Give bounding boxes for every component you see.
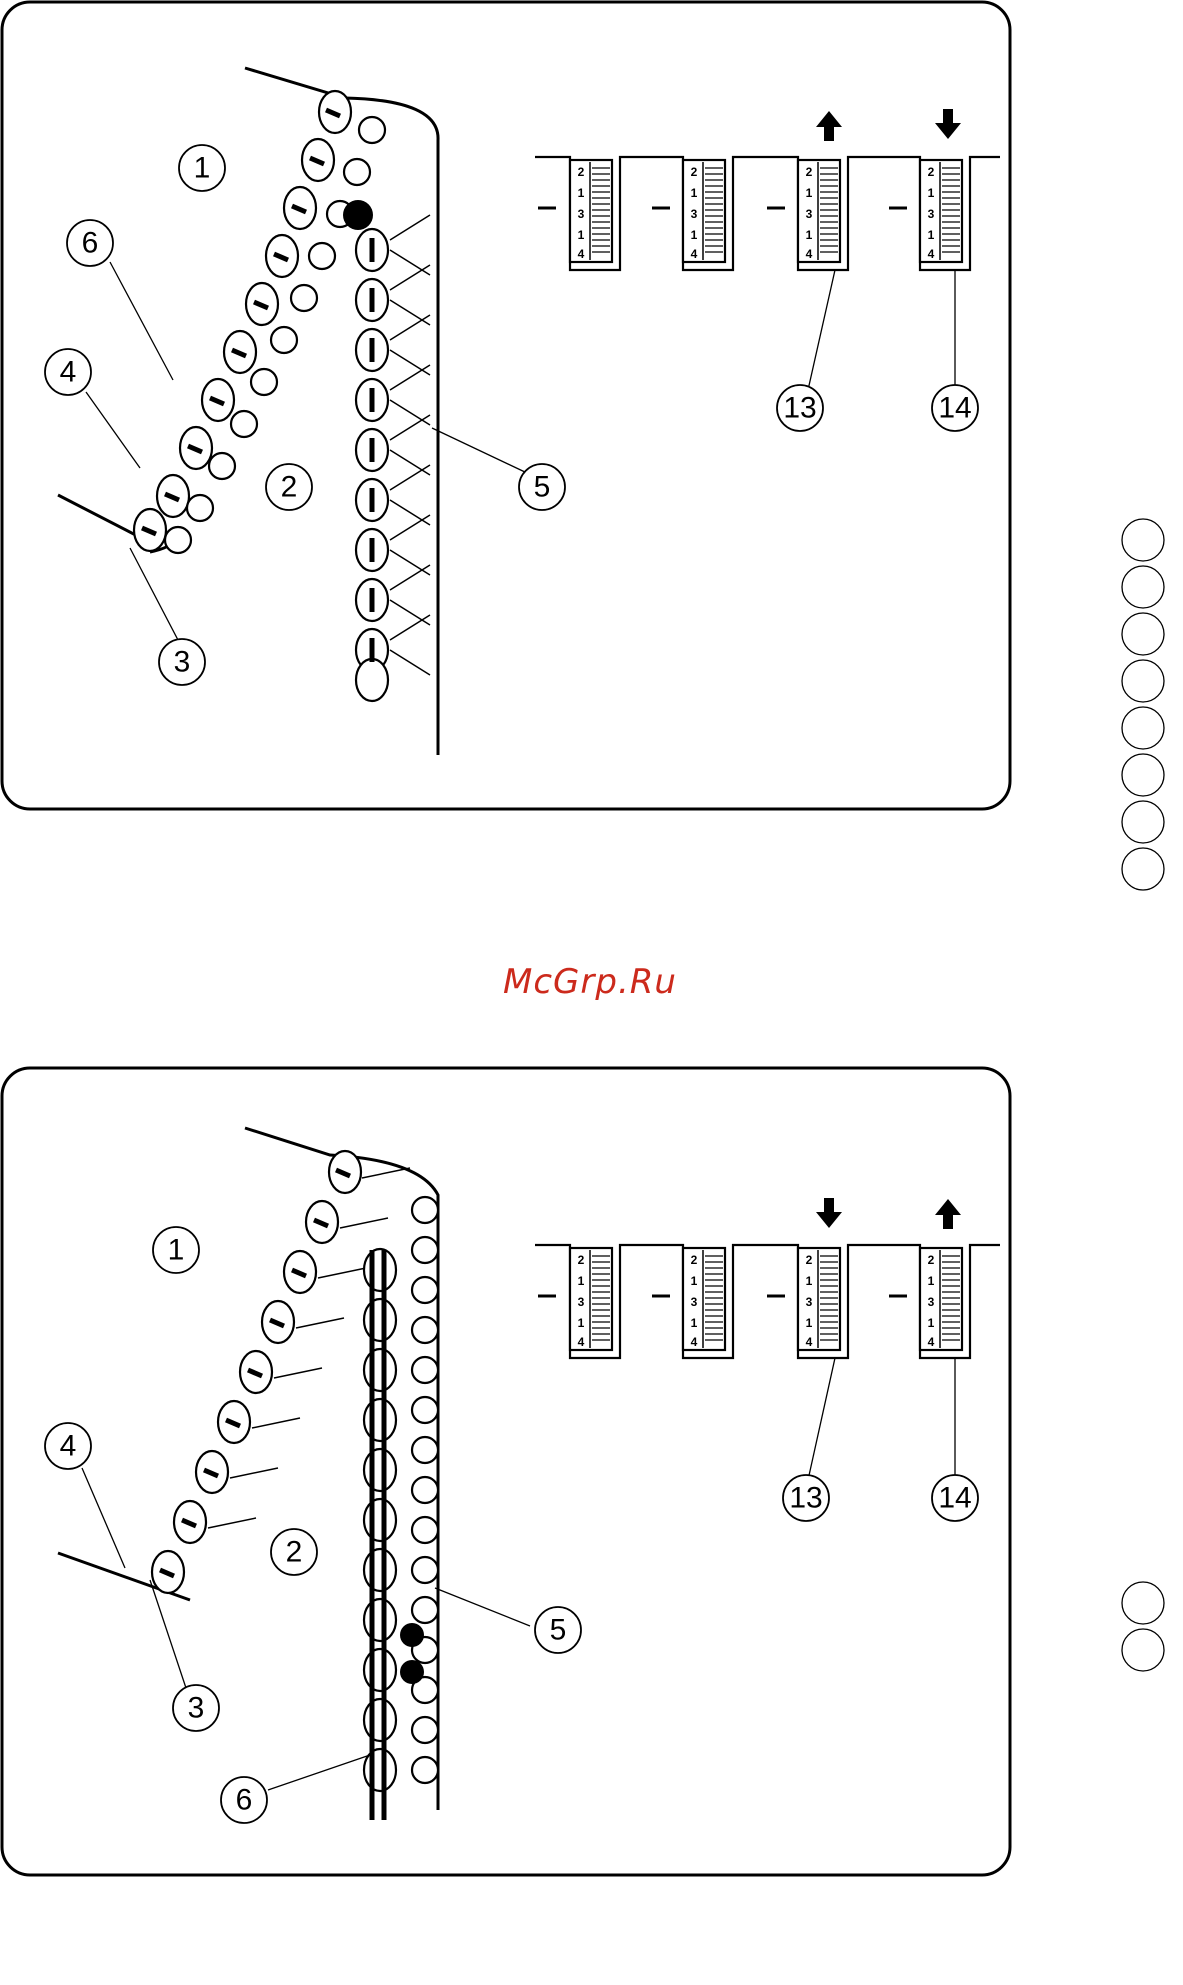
top-dial-1-num-c: 3 [578, 207, 585, 221]
bottom-dial-2 [683, 1248, 725, 1350]
bottom-dial-3-num-d: 1 [806, 1316, 813, 1330]
top-callout-6: 6 [67, 220, 113, 266]
svg-text:14: 14 [938, 392, 971, 425]
top-callout-4: 4 [45, 349, 91, 395]
top-callout-1: 1 [179, 145, 225, 191]
top-dial-3-num-d: 1 [806, 228, 813, 242]
top-dial-2-num-e: 4 [691, 247, 698, 261]
bottom-dial-2-num-a: 2 [691, 1253, 698, 1267]
bottom-dial-4-num-c: 3 [928, 1295, 935, 1309]
bottom-dial-3-num-b: 1 [806, 1274, 813, 1288]
top-dial-1-num-b: 1 [578, 186, 585, 200]
svg-text:13: 13 [783, 392, 816, 425]
top-panel-frame [2, 2, 1010, 809]
svg-text:14: 14 [938, 1482, 971, 1515]
top-dial-4-num-c: 3 [928, 207, 935, 221]
top-dial-1-num-e: 4 [578, 247, 585, 261]
bottom-dial-1-num-b: 1 [578, 1274, 585, 1288]
watermark-text: McGrp.Ru [503, 962, 677, 1002]
top-dial-3-num-c: 3 [806, 207, 813, 221]
bottom-dial-2-num-b: 1 [691, 1274, 698, 1288]
svg-text:1: 1 [194, 152, 211, 185]
top-callout-3: 3 [159, 639, 205, 685]
top-diagram-panel: 2 1 3 1 4 2 1 3 1 4 2 1 3 1 4 2 1 3 1 4 [2, 2, 1010, 809]
bottom-dial-3 [798, 1248, 840, 1350]
top-dial-3-num-e: 4 [806, 247, 813, 261]
bottom-dial-4-num-e: 4 [928, 1335, 935, 1349]
top-dial-1 [570, 160, 612, 262]
side-markers-bottom [1122, 1582, 1164, 1671]
bottom-dial-3-num-c: 3 [806, 1295, 813, 1309]
side-markers-top [1122, 519, 1164, 890]
bottom-dial-4-num-d: 1 [928, 1316, 935, 1330]
bottom-callout-3: 3 [173, 1685, 219, 1731]
top-dial-1-num-d: 1 [578, 228, 585, 242]
top-dial-2-num-d: 1 [691, 228, 698, 242]
bottom-callout-5: 5 [535, 1607, 581, 1653]
top-dial-1-num-a: 2 [578, 165, 585, 179]
svg-text:3: 3 [188, 1692, 205, 1725]
bottom-callout-1: 1 [153, 1227, 199, 1273]
bottom-callout-2: 2 [271, 1529, 317, 1575]
bottom-dial-1-num-d: 1 [578, 1316, 585, 1330]
bottom-diagram-panel: 2 1 3 1 4 2 1 3 1 4 2 1 3 1 4 2 1 3 1 4 [2, 1068, 1010, 1875]
top-dial-2-num-a: 2 [691, 165, 698, 179]
top-dial-2-num-b: 1 [691, 186, 698, 200]
top-dial-3 [798, 160, 840, 262]
top-dial-4-num-e: 4 [928, 247, 935, 261]
top-dial-4-num-d: 1 [928, 228, 935, 242]
svg-text:4: 4 [60, 356, 77, 389]
bottom-dial-1-num-a: 2 [578, 1253, 585, 1267]
top-dial-3-num-b: 1 [806, 186, 813, 200]
top-dial-4 [920, 160, 962, 262]
svg-text:6: 6 [82, 227, 99, 260]
top-callout-5: 5 [519, 464, 565, 510]
svg-text:4: 4 [60, 1430, 77, 1463]
bottom-dial-1-num-e: 4 [578, 1335, 585, 1349]
bottom-dial-2-num-e: 4 [691, 1335, 698, 1349]
svg-text:1: 1 [168, 1234, 185, 1267]
svg-text:2: 2 [286, 1536, 303, 1569]
top-dial-4-num-a: 2 [928, 165, 935, 179]
bottom-callout-6: 6 [221, 1777, 267, 1823]
svg-text:5: 5 [534, 471, 551, 504]
bottom-callout-4: 4 [45, 1423, 91, 1469]
bottom-dial-1-num-c: 3 [578, 1295, 585, 1309]
top-callout-13: 13 [777, 385, 823, 431]
top-callout-14: 14 [932, 385, 978, 431]
top-dial-3-num-a: 2 [806, 165, 813, 179]
bottom-dial-4-num-b: 1 [928, 1274, 935, 1288]
bottom-panel-frame [2, 1068, 1010, 1875]
bottom-dial-2-num-c: 3 [691, 1295, 698, 1309]
bottom-callout-14: 14 [932, 1475, 978, 1521]
bottom-dial-3-num-e: 4 [806, 1335, 813, 1349]
top-dial-4-num-b: 1 [928, 186, 935, 200]
bottom-dial-1 [570, 1248, 612, 1350]
top-callout-2: 2 [266, 464, 312, 510]
svg-text:5: 5 [550, 1614, 567, 1647]
svg-text:3: 3 [174, 646, 191, 679]
bottom-dial-2-num-d: 1 [691, 1316, 698, 1330]
svg-text:13: 13 [789, 1482, 822, 1515]
bottom-dial-3-num-a: 2 [806, 1253, 813, 1267]
bottom-dial-4 [920, 1248, 962, 1350]
top-dial-2 [683, 160, 725, 262]
svg-text:6: 6 [236, 1784, 253, 1817]
bottom-dial-4-num-a: 2 [928, 1253, 935, 1267]
top-dial-2-num-c: 3 [691, 207, 698, 221]
svg-text:2: 2 [281, 471, 298, 504]
bottom-callout-13: 13 [783, 1475, 829, 1521]
